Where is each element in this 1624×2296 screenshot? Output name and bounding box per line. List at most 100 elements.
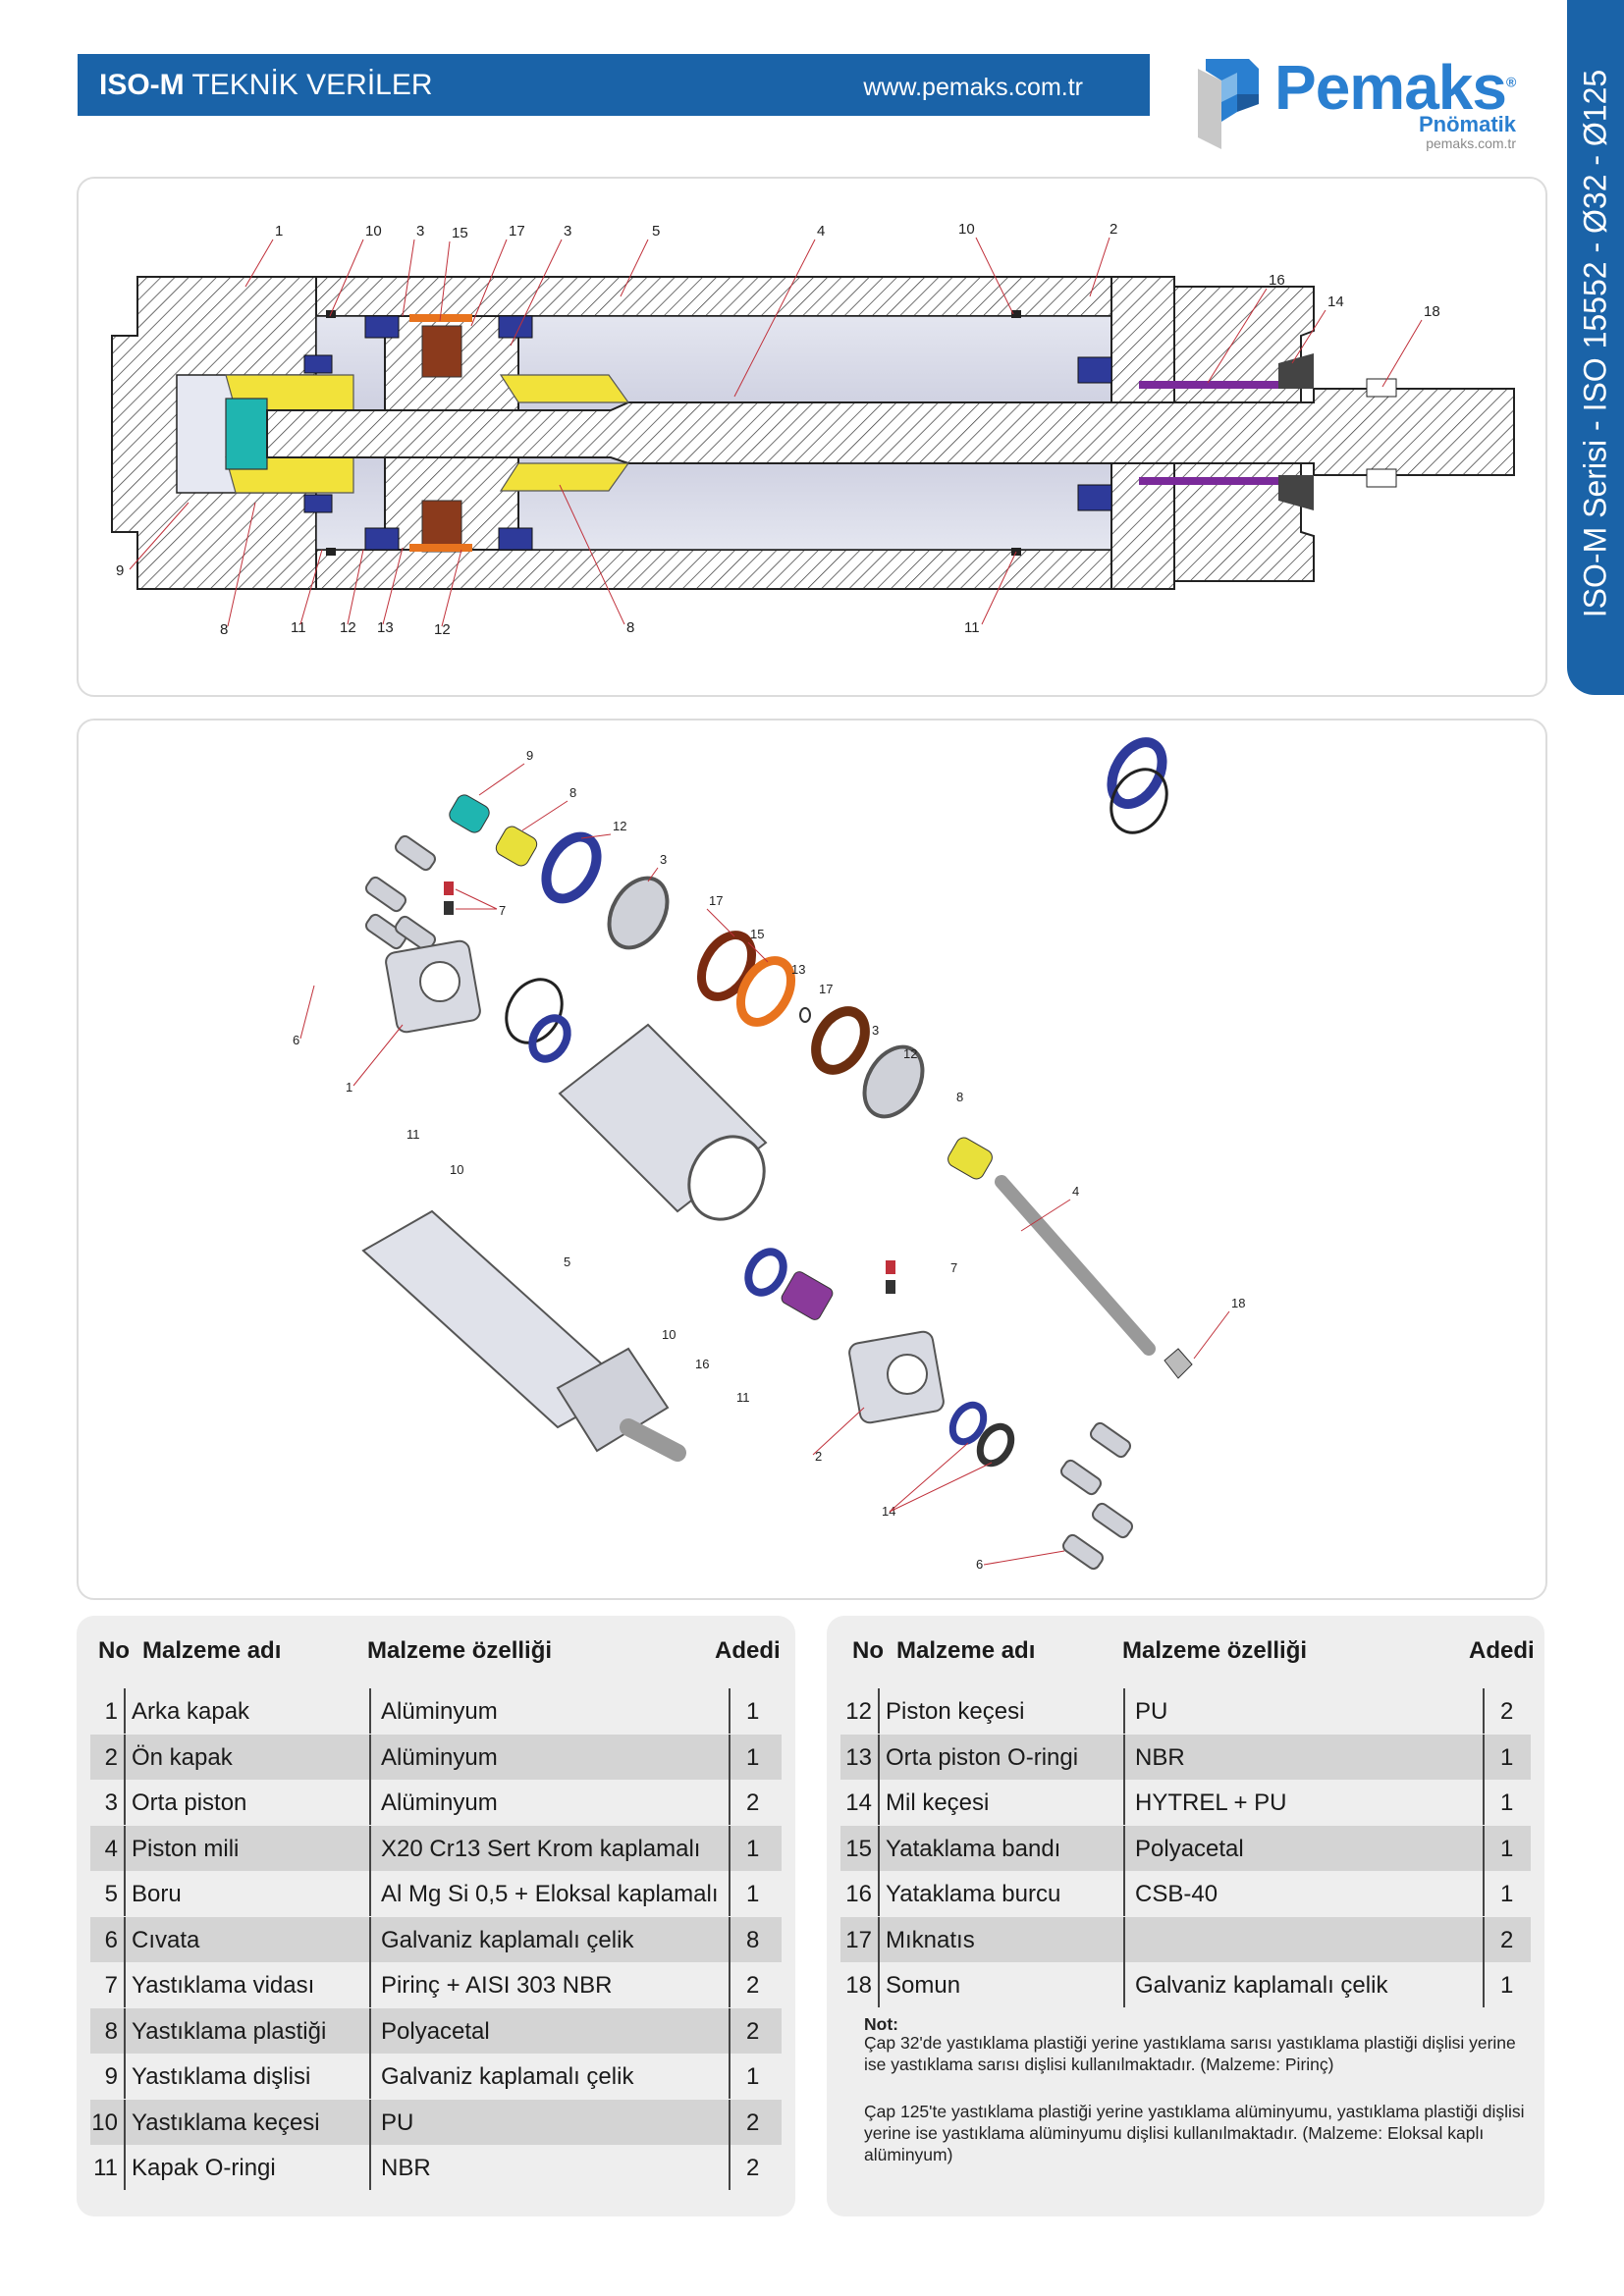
cell-no: 13 [845, 1743, 872, 1771]
cushion-seal-front-top [1077, 356, 1112, 384]
svg-text:16: 16 [695, 1357, 709, 1371]
col-material: Malzeme özelliği [367, 1637, 553, 1664]
cell-name: Piston keçesi [886, 1698, 1025, 1725]
svg-text:11: 11 [736, 1390, 750, 1405]
part-9 [449, 794, 490, 833]
svg-text:5: 5 [652, 223, 660, 240]
svg-text:13: 13 [377, 619, 394, 636]
svg-text:11: 11 [291, 619, 306, 636]
svg-text:3: 3 [872, 1023, 879, 1038]
part-10b [744, 1248, 787, 1297]
website-link[interactable]: www.pemaks.com.tr [863, 74, 1083, 101]
cell-qty: 2 [746, 1972, 760, 1999]
svg-text:4: 4 [817, 223, 825, 240]
cell-no: 11 [93, 2155, 118, 2181]
part-13 [799, 1007, 811, 1023]
part-10a [528, 1014, 571, 1063]
col-name: Malzeme adı [142, 1637, 282, 1664]
cell-no: 6 [104, 1926, 118, 1953]
magnet-17-top [421, 325, 462, 378]
col-no: No [852, 1637, 884, 1664]
logo-url: pemaks.com.tr [1426, 135, 1516, 151]
cell-material: Galvaniz kaplamalı çelik [381, 2063, 634, 2090]
svg-text:1: 1 [275, 223, 283, 240]
col-qty: Adedi [715, 1637, 781, 1664]
cell-name: Yastıklama dişlisi [132, 2063, 311, 2090]
svg-text:18: 18 [1231, 1296, 1245, 1310]
cell-name: Yataklama burcu [886, 1881, 1061, 1907]
svg-text:15: 15 [452, 225, 468, 241]
cell-qty: 2 [746, 2017, 760, 2045]
cell-material: HYTREL + PU [1135, 1789, 1287, 1816]
logo-mark-icon [1198, 59, 1259, 149]
cell-name: Yastıklama keçesi [132, 2109, 320, 2136]
cell-qty: 2 [1500, 1926, 1514, 1953]
part-16 [781, 1271, 834, 1320]
cell-material: PU [1135, 1698, 1168, 1725]
svg-text:9: 9 [116, 562, 124, 579]
svg-text:17: 17 [709, 893, 723, 908]
cell-no: 12 [845, 1698, 872, 1725]
cell-material: CSB-40 [1135, 1881, 1218, 1907]
svg-text:8: 8 [956, 1090, 963, 1104]
cell-no: 5 [104, 1881, 118, 1907]
cell-material: Alüminyum [381, 1743, 498, 1771]
cell-no: 17 [845, 1926, 872, 1953]
svg-text:12: 12 [434, 621, 451, 638]
cell-no: 14 [845, 1789, 872, 1816]
tube-bottom [315, 549, 1112, 590]
bearing-band-top [409, 314, 472, 322]
cell-name: Orta piston O-ringi [886, 1743, 1079, 1771]
cell-no: 1 [104, 1698, 118, 1725]
cell-material: Galvaniz kaplamalı çelik [381, 1926, 634, 1953]
piston-seal-12d [498, 527, 533, 551]
svg-text:10: 10 [958, 221, 975, 238]
cushion-gear-9 [225, 398, 268, 470]
cell-no: 7 [104, 1972, 118, 1999]
cell-material: X20 Cr13 Sert Krom kaplamalı [381, 1835, 701, 1862]
svg-text:3: 3 [660, 852, 667, 867]
part-14a [948, 1401, 988, 1446]
piston-seal-12b [498, 315, 533, 339]
cell-material: Polyacetal [1135, 1835, 1244, 1862]
svg-text:7: 7 [950, 1260, 957, 1275]
bearing-band-bottom [409, 544, 472, 552]
cell-material: Alüminyum [381, 1698, 498, 1725]
cell-qty: 1 [1500, 1789, 1514, 1816]
cell-qty: 1 [746, 2063, 760, 2090]
exploded-callouts: 9 8 12 3 7 17 15 13 17 3 12 8 6 1 11 10 … [293, 748, 1245, 1572]
parts-table-right: No Malzeme adı Malzeme özelliği Adedi 12… [827, 1616, 1544, 2216]
cell-name: Cıvata [132, 1926, 200, 1953]
exploded-view-panel: 9 8 12 3 7 17 15 13 17 3 12 8 6 1 11 10 … [77, 719, 1547, 1600]
cell-name: Mil keçesi [886, 1789, 990, 1816]
cell-material: Galvaniz kaplamalı çelik [1135, 1972, 1388, 1999]
cell-qty: 1 [746, 1835, 760, 1862]
piston-seal-12c [364, 527, 400, 551]
rod-seal-bottom [1278, 475, 1314, 510]
part-14b [976, 1422, 1015, 1468]
svg-text:10: 10 [365, 223, 382, 240]
svg-text:16: 16 [1269, 272, 1285, 289]
svg-text:5: 5 [564, 1255, 570, 1269]
cell-qty: 1 [1500, 1835, 1514, 1862]
cell-no: 3 [104, 1789, 118, 1816]
svg-text:8: 8 [626, 619, 634, 636]
pemaks-logo: Pemaks® Pnömatik pemaks.com.tr [1198, 51, 1522, 154]
rod-seal-top [1278, 353, 1314, 389]
section-view-panel: 1 10 3 15 17 3 5 4 10 2 16 14 18 9 8 11 … [77, 177, 1547, 697]
part-3b [862, 1044, 925, 1119]
svg-text:15: 15 [750, 927, 764, 941]
cell-name: Yastıklama plastiği [132, 2017, 327, 2045]
logo-subtitle: Pnömatik [1418, 112, 1516, 136]
logo-name: Pemaks® [1274, 52, 1516, 123]
cell-name: Piston mili [132, 1835, 240, 1862]
